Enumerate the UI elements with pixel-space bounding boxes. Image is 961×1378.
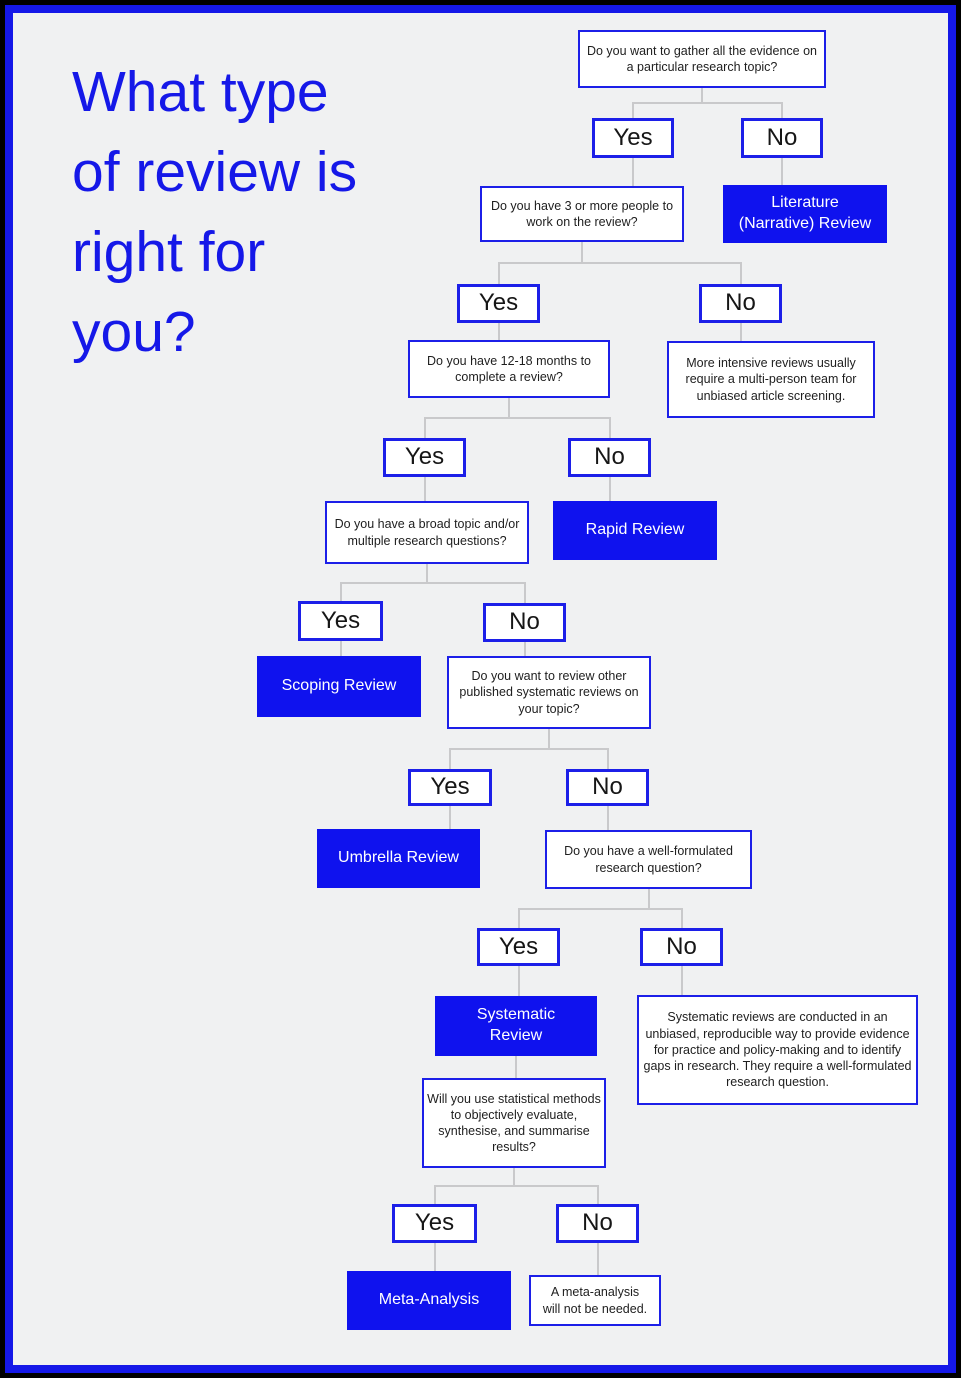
- question-timeframe: Do you have 12-18 months to complete a r…: [408, 340, 610, 398]
- connector-line: [517, 907, 520, 928]
- connector-line: [608, 417, 611, 438]
- answer-yes-6: Yes: [477, 928, 560, 966]
- connector-line: [508, 398, 510, 418]
- connector-line: [701, 88, 703, 103]
- answer-no-6: No: [640, 928, 723, 966]
- question-gather-evidence: Do you want to gather all the evidence o…: [578, 30, 826, 88]
- connector-line: [739, 323, 742, 341]
- connector-line: [548, 729, 550, 749]
- note-multi-person-team: More intensive reviews usually require a…: [667, 341, 875, 418]
- connector-line: [339, 581, 526, 584]
- connector-line: [608, 477, 611, 501]
- connector-line: [426, 564, 428, 583]
- connector-line: [632, 102, 634, 118]
- connector-line: [433, 1243, 436, 1271]
- connector-line: [449, 748, 609, 750]
- answer-no-3: No: [568, 438, 651, 477]
- question-well-formulated: Do you have a well-formulated research q…: [545, 830, 752, 889]
- connector-line: [339, 581, 342, 601]
- connector-line: [449, 748, 451, 769]
- note-systematic-review-description: Systematic reviews are conducted in an u…: [637, 995, 918, 1105]
- connector-line: [513, 1168, 515, 1186]
- result-umbrella-review: Umbrella Review: [317, 829, 480, 888]
- result-rapid-review: Rapid Review: [553, 501, 717, 560]
- answer-yes-5: Yes: [408, 769, 492, 806]
- connector-line: [339, 641, 342, 656]
- question-statistical-methods: Will you use statistical methods to obje…: [422, 1078, 606, 1168]
- connector-line: [781, 158, 783, 185]
- answer-yes-3: Yes: [383, 438, 466, 477]
- connector-line: [739, 262, 742, 284]
- answer-yes-7: Yes: [392, 1204, 477, 1243]
- answer-yes-2: Yes: [457, 284, 540, 323]
- connector-line: [606, 806, 609, 830]
- connector-line: [647, 889, 650, 909]
- connector-line: [596, 1185, 599, 1204]
- connector-line: [523, 581, 526, 603]
- connector-line: [423, 477, 426, 501]
- answer-yes-4: Yes: [298, 601, 383, 641]
- connector-line: [423, 417, 611, 419]
- answer-no-4: No: [483, 603, 566, 642]
- connector-line: [606, 748, 609, 769]
- result-literature-narrative-review: Literature (Narrative) Review: [723, 185, 887, 243]
- connector-line: [433, 1185, 599, 1187]
- connector-line: [497, 262, 500, 284]
- connector-line: [515, 1056, 517, 1078]
- connector-line: [523, 642, 526, 656]
- connector-line: [596, 1243, 599, 1275]
- connector-line: [449, 806, 451, 829]
- question-team-size: Do you have 3 or more people to work on …: [480, 186, 684, 242]
- connector-line: [433, 1185, 436, 1204]
- connector-line: [581, 242, 583, 263]
- answer-yes-1: Yes: [592, 118, 674, 158]
- connector-line: [423, 417, 426, 438]
- page-title: What type of review is right for you?: [72, 60, 358, 364]
- result-meta-analysis: Meta-Analysis: [347, 1271, 511, 1330]
- result-systematic-review: Systematic Review: [435, 996, 597, 1056]
- connector-line: [781, 102, 783, 118]
- answer-no-5: No: [566, 769, 649, 806]
- connector-line: [632, 158, 634, 186]
- connector-line: [517, 907, 683, 910]
- connector-line: [497, 262, 742, 264]
- note-meta-analysis-not-needed: A meta-analysis will not be needed.: [529, 1275, 661, 1326]
- answer-no-2: No: [699, 284, 782, 323]
- result-scoping-review: Scoping Review: [257, 656, 421, 717]
- connector-line: [517, 966, 520, 996]
- connector-line: [632, 102, 783, 104]
- answer-no-7: No: [556, 1204, 639, 1243]
- connector-line: [680, 966, 683, 995]
- connector-line: [680, 907, 683, 928]
- answer-no-1: No: [741, 118, 823, 158]
- question-broad-topic: Do you have a broad topic and/or multipl…: [325, 501, 529, 564]
- connector-line: [497, 323, 500, 340]
- question-review-other-reviews: Do you want to review other published sy…: [447, 656, 651, 729]
